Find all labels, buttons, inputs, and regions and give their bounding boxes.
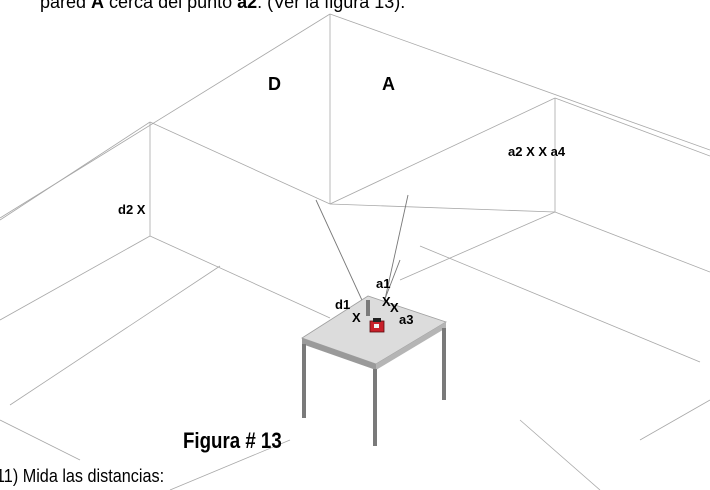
mark-d1-x: X — [352, 310, 361, 325]
wall-d-floor-edge — [149, 235, 331, 319]
intro-text: pared A cerca del punto a2. (Ver la figu… — [40, 0, 406, 12]
floor-line-6 — [0, 419, 81, 461]
wall-a-floor-line — [399, 211, 556, 281]
right-wall-top-edge — [554, 97, 710, 157]
wall-label-a: A — [382, 74, 395, 94]
laser-level-device — [369, 318, 385, 333]
next-step-text: 11) Mida las distancias: — [0, 466, 165, 486]
mark-a3-x: X — [390, 300, 399, 315]
wall-d-top-edge — [149, 121, 331, 205]
ceiling-edge-right — [329, 13, 710, 151]
left-wall-top-edge — [0, 121, 151, 221]
mark-d2: d2 X — [118, 202, 146, 217]
floor-line-4 — [519, 419, 601, 490]
mark-a2-a4: a2 X X a4 — [508, 144, 566, 159]
mark-d1-label: d1 — [335, 297, 351, 312]
wall-label-d: D — [268, 74, 281, 94]
right-floor-edge — [554, 211, 710, 273]
mark-a1-x: X — [382, 294, 391, 309]
figure-caption: Figura # 13 — [183, 428, 282, 453]
floor-line-2 — [419, 245, 701, 363]
floor-line-5 — [639, 399, 710, 441]
wall-a-top-edge — [329, 97, 556, 205]
wall-a-floor-edge — [329, 203, 556, 213]
mark-a1-label: a1 — [376, 276, 391, 291]
floor-line-1 — [9, 265, 221, 406]
left-floor-edge — [0, 235, 151, 321]
mark-a3-label: a3 — [399, 312, 414, 327]
floor-line-3 — [169, 439, 291, 490]
table-top-edge-right — [376, 322, 446, 370]
table-top-edge — [302, 338, 376, 370]
